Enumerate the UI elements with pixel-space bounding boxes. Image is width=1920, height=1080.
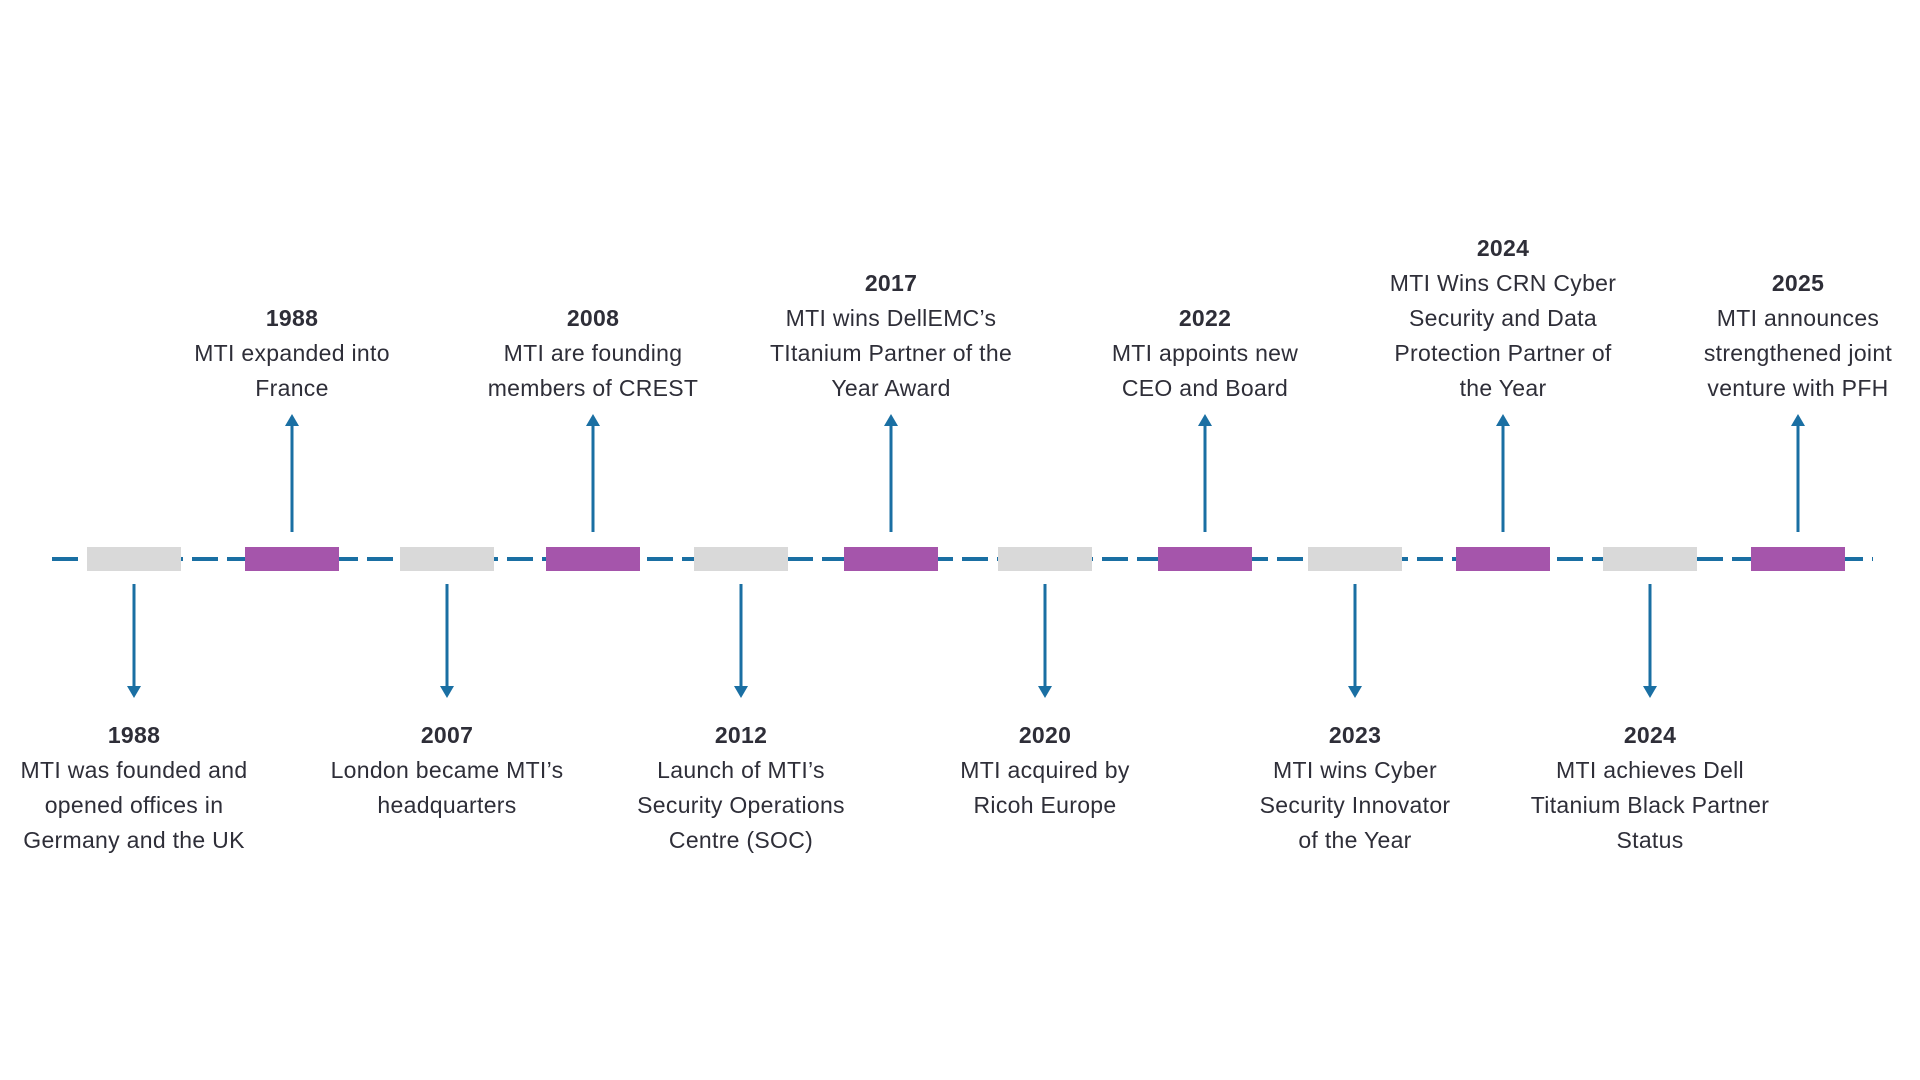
event-description: MTI appoints new CEO and Board (1111, 340, 1299, 401)
event-year: 2025 (1771, 270, 1825, 296)
timeline-block-grey (694, 547, 788, 571)
arrow-down-icon (440, 584, 454, 698)
timeline-block-grey (1308, 547, 1402, 571)
event-year: 2008 (566, 305, 620, 331)
timeline-block-purple (844, 547, 938, 571)
event-description: MTI expanded into France (194, 340, 390, 401)
event-year: 2017 (864, 270, 918, 296)
arrow-up-icon (1496, 414, 1510, 532)
arrow-down-icon (1348, 584, 1362, 698)
event-description: MTI are founding members of CREST (487, 340, 699, 401)
event-description: MTI acquired by Ricoh Europe (960, 757, 1130, 818)
event-description: MTI wins DellEMC’s TItanium Partner of t… (769, 305, 1013, 401)
event-year: 2012 (714, 722, 768, 748)
timeline-block-purple (546, 547, 640, 571)
timeline-block-purple (1158, 547, 1252, 571)
event-year: 2007 (420, 722, 474, 748)
timeline-block-grey (400, 547, 494, 571)
event-description: MTI achieves Dell Titanium Black Partner… (1530, 757, 1770, 853)
event-year: 2022 (1178, 305, 1232, 331)
event-year: 1988 (107, 722, 161, 748)
timeline-block-purple (245, 547, 339, 571)
arrow-down-icon (127, 584, 141, 698)
arrow-down-icon (734, 584, 748, 698)
event-description: MTI was founded and opened offices in Ge… (20, 757, 248, 853)
event-year: 2023 (1328, 722, 1382, 748)
arrow-up-icon (586, 414, 600, 532)
arrow-up-icon (1198, 414, 1212, 532)
timeline-block-grey (1603, 547, 1697, 571)
timeline-block-purple (1751, 547, 1845, 571)
arrow-down-icon (1038, 584, 1052, 698)
timeline-block-grey (87, 547, 181, 571)
timeline-block-grey (998, 547, 1092, 571)
event-description: London became MTI’s headquarters (330, 757, 564, 818)
event-description: MTI Wins CRN Cyber Security and Data Pro… (1389, 270, 1617, 401)
event-description: MTI wins Cyber Security Innovator of the… (1259, 757, 1451, 853)
event-description: MTI announces strengthened joint venture… (1703, 305, 1893, 401)
arrow-down-icon (1643, 584, 1657, 698)
arrow-up-icon (285, 414, 299, 532)
event-year: 2024 (1476, 235, 1530, 261)
event-year: 2024 (1623, 722, 1677, 748)
event-year: 2020 (1018, 722, 1072, 748)
event-description: Launch of MTI’s Security Operations Cent… (637, 757, 845, 853)
arrow-up-icon (1791, 414, 1805, 532)
arrow-up-icon (884, 414, 898, 532)
timeline-block-purple (1456, 547, 1550, 571)
event-year: 1988 (265, 305, 319, 331)
timeline-marks (87, 414, 1845, 698)
